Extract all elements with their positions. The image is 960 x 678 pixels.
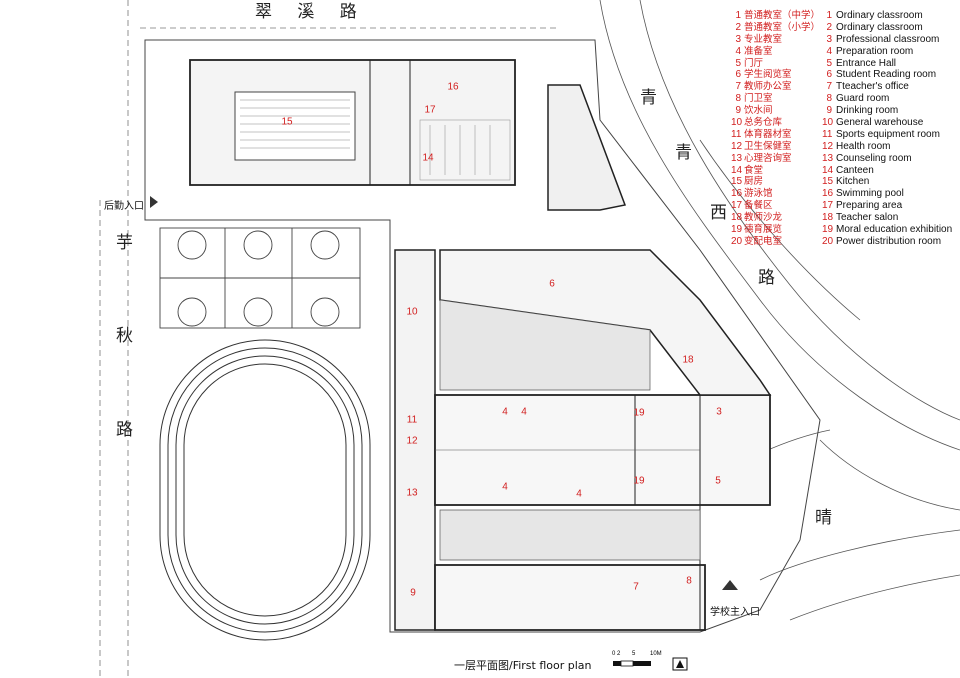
room-number-7: 7 (633, 581, 639, 593)
north-road-label: 翠 溪 路 (255, 2, 367, 22)
east-road-char-3: 西 (710, 203, 727, 223)
west-road-char-3: 路 (116, 420, 133, 440)
room-number-4c: 4 (502, 481, 508, 493)
room-number-4b: 4 (521, 406, 527, 418)
site-boundary (144, 39, 821, 633)
room-number-16: 16 (447, 81, 459, 93)
east-wedge-building (547, 84, 627, 211)
plan-title: 一层平面图/First floor plan (454, 659, 592, 672)
road-lines (99, 0, 560, 678)
east-road-char-1: 青 (640, 88, 657, 108)
east-road-char-4: 路 (758, 268, 775, 288)
scale-bar-graphic (613, 660, 651, 667)
east-road-char-2: 青 (675, 143, 692, 163)
scale-bar: 0 2 5 10M (612, 651, 688, 671)
scale-label-10: 10M (650, 651, 662, 657)
back-entrance-label: 后勤入口 (104, 201, 144, 212)
room-number-9: 9 (410, 587, 416, 599)
room-number-13: 13 (406, 487, 418, 499)
back-entrance-arrow (150, 196, 158, 208)
room-number-19a: 19 (633, 407, 645, 419)
main-building (394, 249, 772, 631)
scale-label-0: 0 2 (612, 651, 621, 657)
room-number-14: 14 (422, 152, 434, 164)
north-building (189, 59, 516, 186)
main-entrance-label: 学校主入口 (710, 607, 760, 618)
room-number-12: 12 (406, 435, 418, 447)
scale-label-5: 5 (632, 651, 636, 657)
southeast-road-char: 晴 (815, 508, 832, 528)
north-arrow-icon (672, 657, 688, 671)
room-number-10: 10 (406, 306, 418, 318)
room-number-4a: 4 (502, 406, 508, 418)
main-entrance-arrow (722, 580, 738, 590)
room-number-11: 11 (406, 414, 418, 426)
room-number-17: 17 (424, 104, 436, 116)
room-number-4d: 4 (576, 488, 582, 500)
west-road-char-2: 秋 (116, 326, 133, 346)
basketball-courts (159, 227, 361, 329)
room-number-19b: 19 (633, 475, 645, 487)
room-number-15: 15 (281, 116, 293, 128)
running-track (159, 339, 371, 641)
room-number-18: 18 (682, 354, 694, 366)
courtyards (439, 299, 701, 561)
east-road-curves (599, 0, 960, 621)
room-number-3: 3 (716, 406, 722, 418)
west-road-char-1: 芋 (116, 233, 133, 253)
room-number-8: 8 (686, 575, 692, 587)
room-number-6: 6 (549, 278, 555, 290)
room-number-5: 5 (715, 475, 721, 487)
